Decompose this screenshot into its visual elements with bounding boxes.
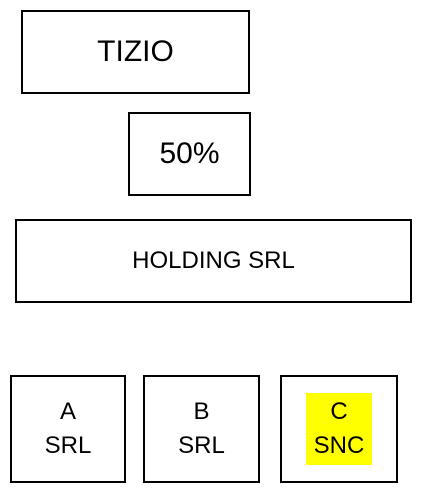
- subsidiary-type: SRL: [178, 432, 225, 459]
- subsidiary-name: B: [193, 398, 210, 426]
- ownership-percentage-box: 50%: [128, 112, 251, 196]
- holding-box: HOLDING SRL: [15, 219, 412, 303]
- subsidiary-label-c-highlighted: C SNC: [305, 393, 373, 465]
- subsidiary-type: SRL: [44, 432, 92, 459]
- owner-label: TIZIO: [97, 35, 174, 68]
- subsidiary-label-a: A SRL: [45, 395, 92, 462]
- subsidiary-label-b: B SRL: [178, 395, 225, 462]
- subsidiary-name: C: [330, 398, 348, 426]
- subsidiary-box-c: C SNC: [280, 375, 398, 483]
- owner-box: TIZIO: [21, 10, 250, 94]
- subsidiary-box-b: B SRL: [143, 375, 260, 483]
- ownership-percentage-label: 50%: [159, 137, 220, 170]
- subsidiary-type: SNC: [313, 432, 365, 459]
- holding-label: HOLDING SRL: [132, 247, 295, 274]
- subsidiary-name: A: [59, 398, 76, 426]
- subsidiary-box-a: A SRL: [10, 375, 126, 483]
